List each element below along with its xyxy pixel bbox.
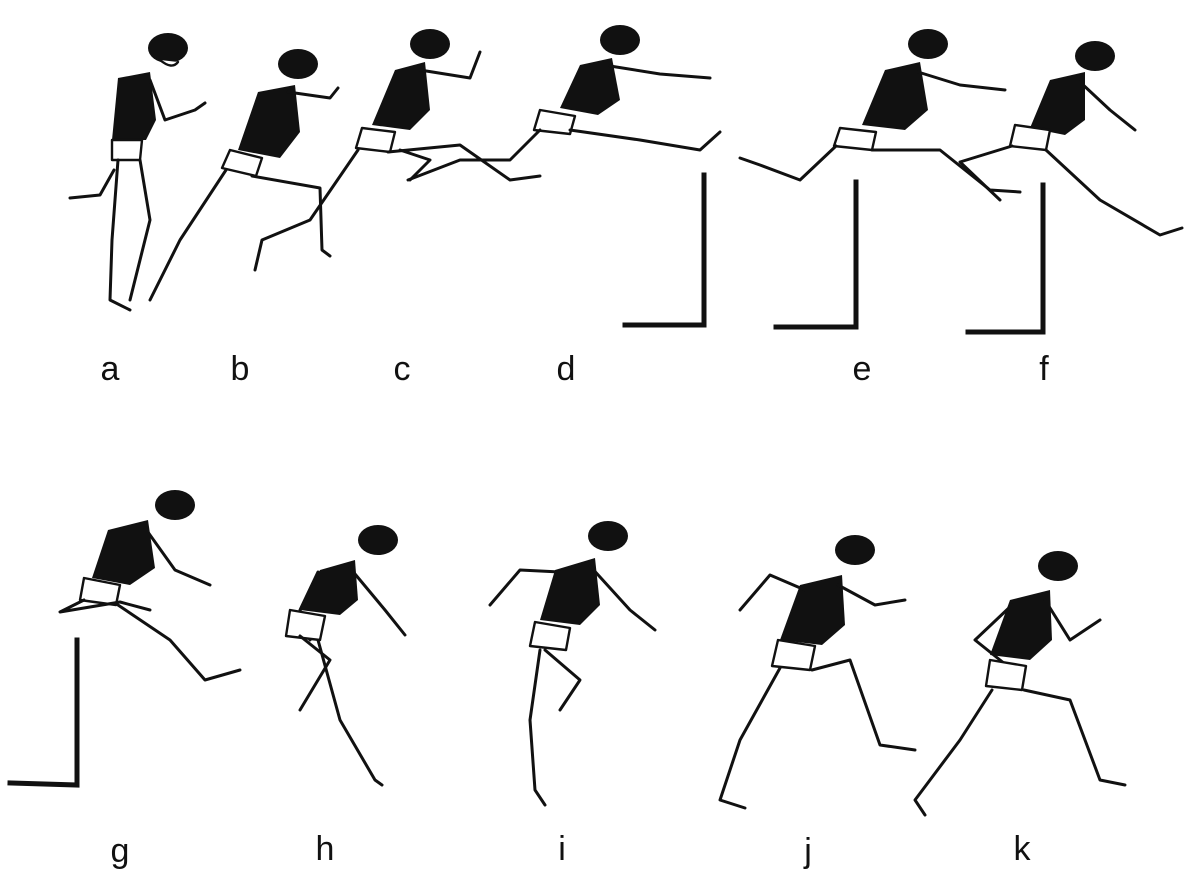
frame-label-c: c [394, 350, 411, 388]
runner-figure-i [490, 521, 655, 805]
runner-figure-j [720, 535, 915, 808]
frame-label-h: h [316, 830, 335, 868]
runner-figure-d [408, 25, 720, 180]
frame-label-k: k [1014, 830, 1032, 868]
hurdle-g [10, 640, 77, 785]
frame-label-e: e [853, 350, 872, 388]
runner-figure-h [286, 525, 405, 785]
runner-figure-k [915, 551, 1125, 815]
hurdle-d [625, 175, 704, 325]
hurdle-e [776, 182, 856, 327]
runner-figure-g [60, 490, 240, 680]
frame-label-b: b [231, 350, 250, 388]
frame-label-f: f [1039, 350, 1049, 388]
runner-figure-f [960, 41, 1182, 235]
frame-label-d: d [557, 350, 576, 388]
hurdle-f [968, 185, 1043, 332]
runner-figure-a [70, 33, 205, 310]
frame-label-a: a [101, 350, 120, 388]
frame-label-i: i [558, 830, 566, 868]
frame-label-g: g [111, 832, 130, 870]
frame-label-j: j [803, 832, 812, 870]
runner-figure-b [150, 49, 338, 300]
runner-figure-e [740, 29, 1020, 192]
